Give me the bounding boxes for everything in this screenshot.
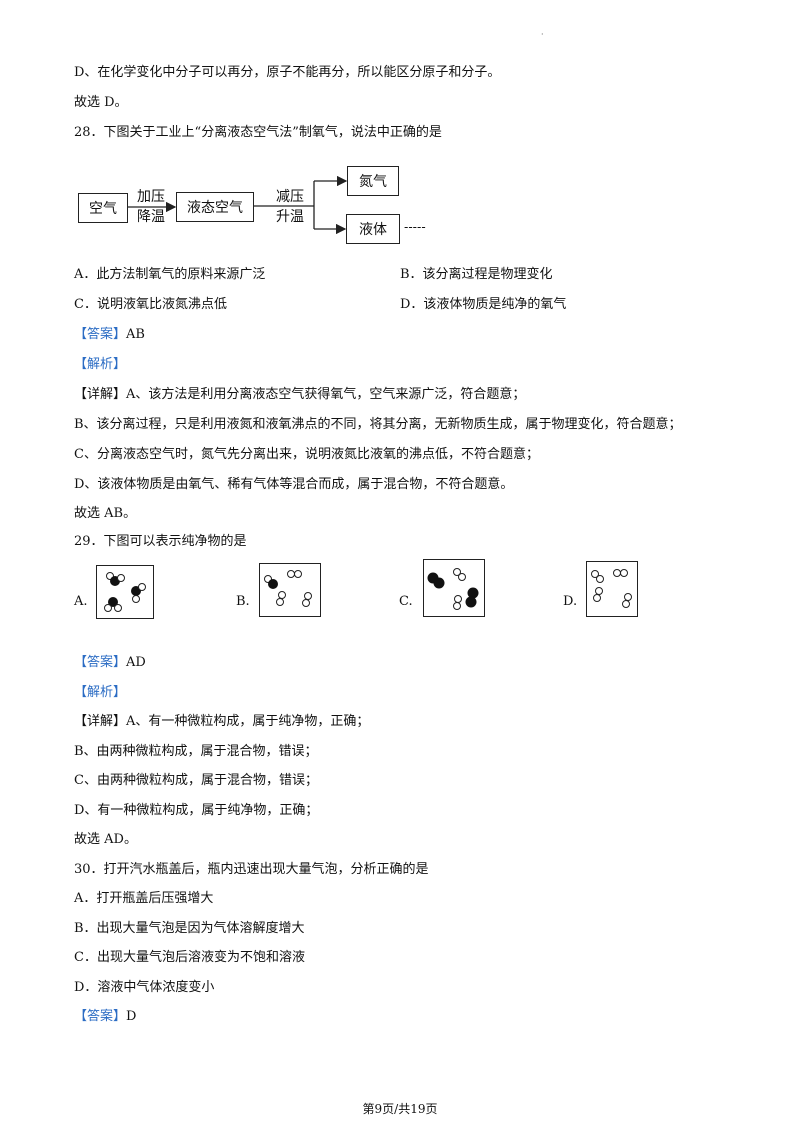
q29-option-c-letter: C. <box>399 594 413 609</box>
particles-c <box>427 568 479 610</box>
answer-value: AD <box>126 655 146 670</box>
q28-option-d: D．该液体物质是纯净的氧气 <box>400 297 567 312</box>
answer-30: 【答案】D <box>74 1008 136 1026</box>
detail-text: A、有一种微粒构成，属于纯净物，正确； <box>126 714 370 729</box>
answer-tag: 【答案】 <box>74 327 127 342</box>
label-pressurize: 加压 <box>137 189 165 205</box>
q29-option-d-letter: D. <box>563 594 578 609</box>
detail-28-d: D、该液体物质是由氧气、稀有气体等混合而成，属于混合物，不符合题意。 <box>74 477 514 492</box>
answer-29: 【答案】AD <box>74 654 146 672</box>
label-depressurize: 减压 <box>276 189 304 205</box>
line-d-molecule: D、在化学变化中分子可以再分，原子不能再分，所以能区分原子和分子。 <box>74 65 501 80</box>
answer-tag: 【答案】 <box>74 1009 127 1024</box>
answer-value: D <box>126 1009 137 1024</box>
detail-29-a: 【详解】A、有一种微粒构成，属于纯净物，正确； <box>74 713 369 731</box>
page-dot: · <box>541 30 544 39</box>
label-dashes: ----- <box>404 220 426 234</box>
q30-option-c: C．出现大量气泡后溶液变为不饱和溶液 <box>74 950 305 965</box>
answer-tag: 【答案】 <box>74 655 127 670</box>
select-28: 故选 AB。 <box>74 506 137 521</box>
q29-box-d <box>586 561 638 617</box>
q29-option-b-letter: B. <box>236 594 250 609</box>
particles-b <box>264 570 312 607</box>
select-29: 故选 AD。 <box>74 832 137 847</box>
detail-28-c: C、分离液态空气时，氮气先分离出来，说明液氮比液氧的沸点低，不符合题意； <box>74 447 539 462</box>
line-select-d: 故选 D。 <box>74 95 128 110</box>
label-cool: 降温 <box>137 209 165 225</box>
q29-box-b <box>259 563 321 617</box>
box-air: 空气 <box>78 193 128 223</box>
box-nitrogen: 氮气 <box>347 166 399 196</box>
detail-tag: 【详解】 <box>74 387 127 402</box>
page-footer: 第9页/共19页 <box>362 1102 438 1116</box>
q30-option-a: A．打开瓶盖后压强增大 <box>74 891 214 906</box>
box-liquid: 液体 <box>346 214 400 244</box>
detail-29-d: D、有一种微粒构成，属于纯净物，正确； <box>74 803 319 818</box>
label-heat: 升温 <box>276 209 304 225</box>
detail-29-c: C、由两种微粒构成，属于混合物，错误； <box>74 773 318 788</box>
answer-28: 【答案】AB <box>74 326 145 344</box>
particles-a <box>104 572 146 612</box>
particles-d <box>591 569 632 608</box>
q29-box-c <box>423 559 485 617</box>
q29-option-a-letter: A. <box>74 594 88 609</box>
detail-tag: 【详解】 <box>74 714 127 729</box>
detail-28-a: 【详解】A、该方法是利用分离液态空气获得氧气，空气来源广泛，符合题意； <box>74 386 525 404</box>
detail-29-b: B、由两种微粒构成，属于混合物，错误； <box>74 744 318 759</box>
q30-option-b: B．出现大量气泡是因为气体溶解度增大 <box>74 921 305 936</box>
question-29: 29．下图可以表示纯净物的是 <box>74 534 247 549</box>
detail-28-b: B、该分离过程，只是利用液氮和液氧沸点的不同，将其分离，无新物质生成，属于物理变… <box>74 417 682 432</box>
box-liquid-air: 液态空气 <box>176 192 254 222</box>
q28-option-b: B．该分离过程是物理变化 <box>400 267 553 282</box>
diagram-arrows <box>127 175 348 235</box>
q28-option-c: C．说明液氧比液氮沸点低 <box>74 297 227 312</box>
analysis-29-tag: 【解析】 <box>74 685 127 700</box>
analysis-28-tag: 【解析】 <box>74 357 127 372</box>
q29-box-a <box>96 565 154 619</box>
q28-option-a: A．此方法制氧气的原料来源广泛 <box>74 267 266 282</box>
detail-text: A、该方法是利用分离液态空气获得氧气，空气来源广泛，符合题意； <box>126 387 526 402</box>
q30-option-d: D．溶液中气体浓度变小 <box>74 980 215 995</box>
question-30: 30．打开汽水瓶盖后，瓶内迅速出现大量气泡，分析正确的是 <box>74 862 429 877</box>
answer-value: AB <box>126 327 145 342</box>
question-28: 28．下图关于工业上“分离液态空气法”制氧气，说法中正确的是 <box>74 125 442 140</box>
